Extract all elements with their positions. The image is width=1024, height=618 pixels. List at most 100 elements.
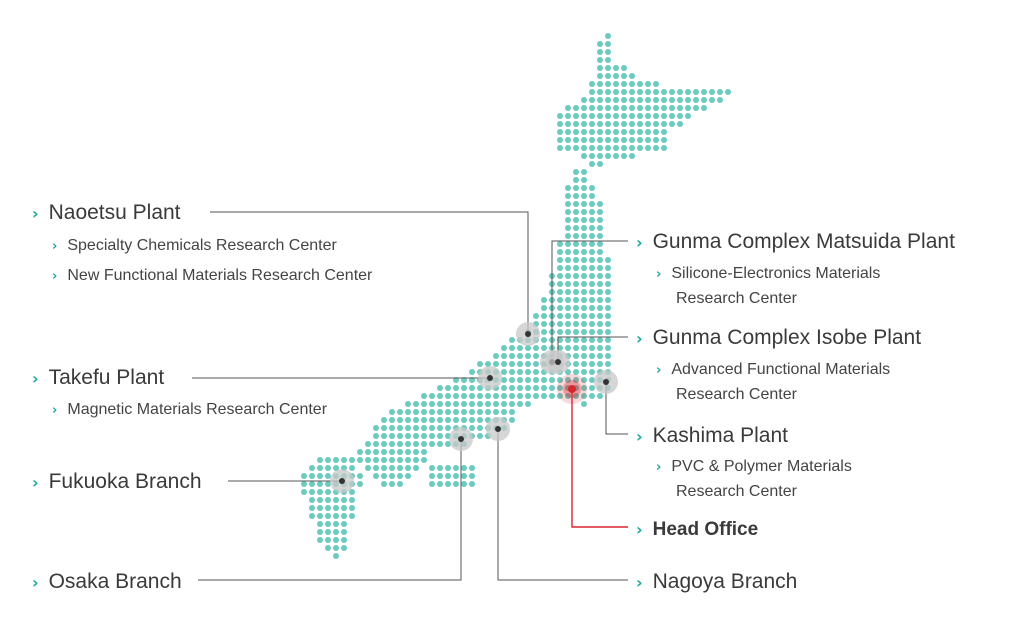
map-dot [597,201,603,207]
map-dot [381,433,387,439]
map-dot [325,513,331,519]
map-dot [405,457,411,463]
new-functional-materials-rc-link[interactable]: ›New Functional Materials Research Cente… [52,266,372,285]
map-dot [597,361,603,367]
nagoya-marker [495,426,501,432]
map-dot [581,257,587,263]
map-dot [573,233,579,239]
map-dot [453,385,459,391]
map-dot [413,425,419,431]
map-dot [573,377,579,383]
kashima-plant-link[interactable]: ›Kashima Plant [636,423,788,448]
map-dot [645,89,651,95]
map-dot [597,321,603,327]
map-dot [493,353,499,359]
map-dot [309,513,315,519]
map-dot [645,97,651,103]
map-dot [549,377,555,383]
map-dot [597,209,603,215]
map-dot [685,113,691,119]
map-dot [581,121,587,127]
map-dot [573,185,579,191]
map-dot [597,89,603,95]
naoetsu-plant-link[interactable]: ›Naoetsu Plant [32,200,181,225]
pvc-polymer-materials-rc-link[interactable]: ›PVC & Polymer Materials Research Center [656,457,852,501]
magnetic-materials-rc-link[interactable]: ›Magnetic Materials Research Center [52,400,327,419]
map-dot [373,449,379,455]
map-dot [541,329,547,335]
map-dot [605,57,611,63]
map-dot [421,425,427,431]
map-dot [565,185,571,191]
matsuida-plant-link[interactable]: ›Gunma Complex Matsuida Plant [636,229,955,254]
map-dot [645,81,651,87]
map-dot [589,289,595,295]
map-dot [573,201,579,207]
map-dot [517,377,523,383]
map-dot [389,425,395,431]
map-dot [565,305,571,311]
map-dot [613,113,619,119]
map-dot [621,73,627,79]
map-dot [509,361,515,367]
map-dot [645,121,651,127]
map-dot [565,393,571,399]
map-dot [509,393,515,399]
map-dot [437,417,443,423]
map-dot [597,345,603,351]
silicone-electronics-rc-link[interactable]: ›Silicone-Electronics Materials Research… [656,264,880,308]
fukuoka-branch-link[interactable]: ›Fukuoka Branch [32,469,202,494]
map-dot [333,457,339,463]
isobe-plant-link[interactable]: ›Gunma Complex Isobe Plant [636,325,921,350]
map-dot [597,273,603,279]
map-dot [565,217,571,223]
map-dot [621,89,627,95]
map-dot [541,385,547,391]
map-dot [573,129,579,135]
map-dot [421,409,427,415]
map-dot [589,369,595,375]
map-dot [477,409,483,415]
map-dot [565,121,571,127]
map-dot [565,321,571,327]
map-dot [437,465,443,471]
map-dot [581,113,587,119]
map-dot [317,513,323,519]
map-dot [573,217,579,223]
map-dot [589,145,595,151]
map-dot [613,137,619,143]
takefu-plant-link[interactable]: ›Takefu Plant [32,365,164,390]
map-dot [461,473,467,479]
map-dot [429,417,435,423]
map-dot [573,137,579,143]
map-dot [605,153,611,159]
map-dot [317,465,323,471]
map-dot [397,449,403,455]
nagoya-branch-link[interactable]: ›Nagoya Branch [636,569,797,594]
japan-dot-map [301,33,731,559]
map-dot [629,121,635,127]
map-dot [333,529,339,535]
specialty-chemicals-rc-link[interactable]: ›Specialty Chemicals Research Center [52,236,337,255]
map-dot [581,201,587,207]
map-dot [581,169,587,175]
map-dot [717,97,723,103]
map-dot [589,385,595,391]
map-dot [573,121,579,127]
advanced-functional-materials-rc-link[interactable]: ›Advanced Functional Materials Research … [656,360,890,404]
map-dot [565,233,571,239]
map-dot [469,417,475,423]
map-dot [597,113,603,119]
map-dot [453,417,459,423]
map-dot [597,313,603,319]
map-dot [581,321,587,327]
map-dot [437,441,443,447]
osaka-branch-link[interactable]: ›Osaka Branch [32,569,182,594]
matsuida-leader [551,240,628,362]
chevron-right-icon: › [52,269,58,284]
head-office-link[interactable]: ›Head Office [636,519,758,542]
map-dot [381,465,387,471]
map-dot [573,305,579,311]
map-dot [613,97,619,103]
map-dot [597,281,603,287]
